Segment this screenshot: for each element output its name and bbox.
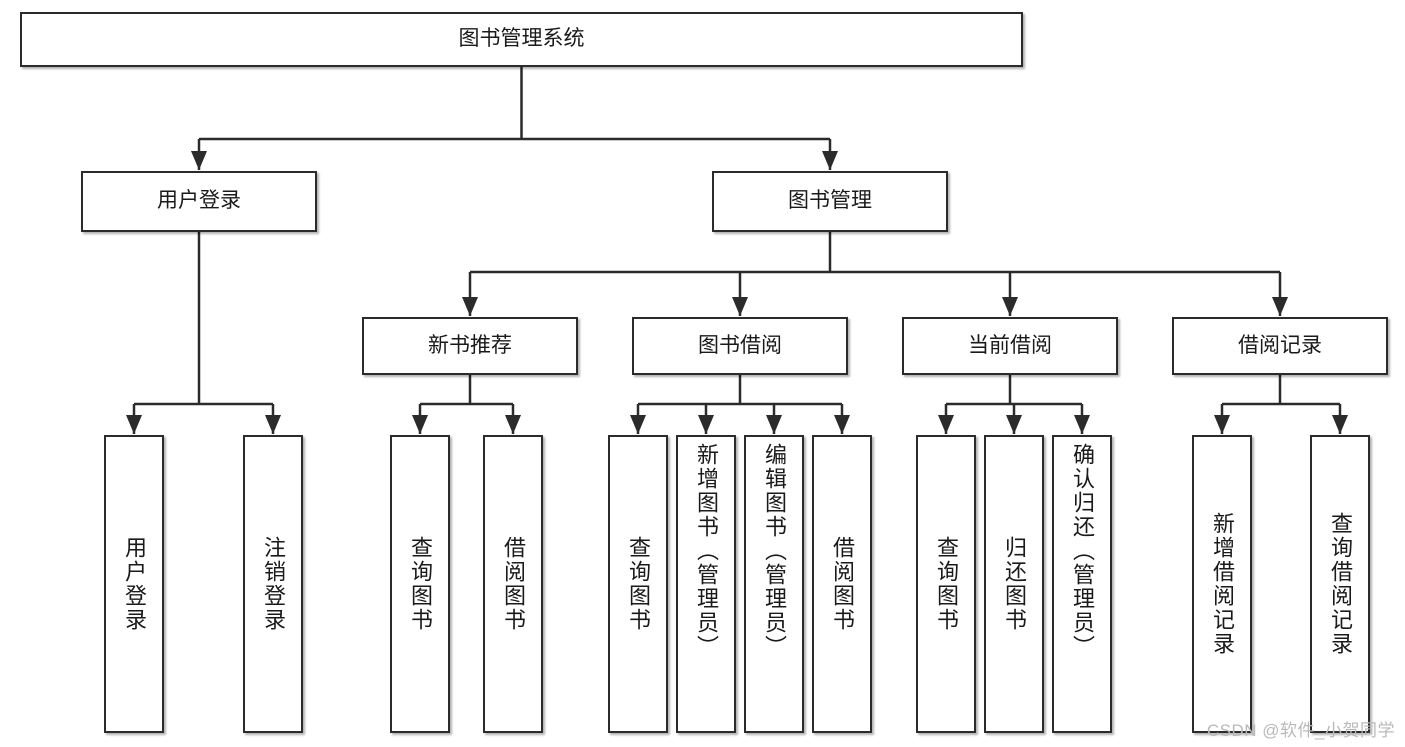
node-newbook[interactable]: 新书推荐 xyxy=(362,317,578,375)
arrowhead-l1 xyxy=(126,415,142,434)
arrowhead-bookmgmt xyxy=(822,151,838,170)
arrowhead-borrow xyxy=(732,297,748,316)
node-login[interactable]: 用户登录 xyxy=(81,171,317,232)
arrowhead-r2 xyxy=(1332,415,1348,434)
node-b3[interactable]: 编辑图书（管理员） xyxy=(744,435,804,733)
node-label: 查询图书 xyxy=(408,536,433,632)
node-label: 借阅图书 xyxy=(501,536,526,632)
node-current[interactable]: 当前借阅 xyxy=(902,317,1118,375)
arrowhead-r1 xyxy=(1214,415,1230,434)
node-b1[interactable]: 查询图书 xyxy=(608,435,668,733)
node-n1[interactable]: 查询图书 xyxy=(390,435,450,733)
node-label: 借阅图书 xyxy=(830,536,855,632)
node-label: 用户登录 xyxy=(122,536,147,632)
node-c1[interactable]: 查询图书 xyxy=(916,435,976,733)
arrowhead-current xyxy=(1002,297,1018,316)
arrowhead-c2 xyxy=(1006,415,1022,434)
node-label: 注销登录 xyxy=(261,536,286,632)
node-root[interactable]: 图书管理系统 xyxy=(20,12,1023,67)
arrowhead-n1 xyxy=(412,415,428,434)
node-label: 用户登录 xyxy=(157,189,241,213)
arrowhead-b1 xyxy=(630,415,646,434)
arrowhead-c3 xyxy=(1074,415,1090,434)
arrowhead-l2 xyxy=(265,415,281,434)
node-records[interactable]: 借阅记录 xyxy=(1172,317,1388,375)
node-label: 新增借阅记录 xyxy=(1210,512,1235,656)
node-label: 图书管理 xyxy=(788,189,872,213)
arrowhead-n2 xyxy=(505,415,521,434)
node-label: 归还图书 xyxy=(1002,536,1027,632)
node-label: 查询借阅记录 xyxy=(1328,512,1353,656)
arrowhead-records xyxy=(1272,297,1288,316)
node-n2[interactable]: 借阅图书 xyxy=(483,435,543,733)
node-label: 新书推荐 xyxy=(428,333,512,357)
node-r2[interactable]: 查询借阅记录 xyxy=(1310,435,1370,733)
node-r1[interactable]: 新增借阅记录 xyxy=(1192,435,1252,733)
node-label: 图书管理系统 xyxy=(458,27,585,51)
node-label: 当前借阅 xyxy=(968,333,1052,357)
arrowhead-b4 xyxy=(834,415,850,434)
node-l1[interactable]: 用户登录 xyxy=(104,435,164,733)
arrowhead-newbook xyxy=(462,297,478,316)
node-label: 查询图书 xyxy=(934,536,959,632)
node-l2[interactable]: 注销登录 xyxy=(243,435,303,733)
node-b4[interactable]: 借阅图书 xyxy=(812,435,872,733)
node-label: 确认归还（管理员） xyxy=(1070,443,1095,659)
arrowhead-b2 xyxy=(698,415,714,434)
node-label: 编辑图书（管理员） xyxy=(762,443,787,659)
node-label: 借阅记录 xyxy=(1238,333,1322,357)
node-bookmgmt[interactable]: 图书管理 xyxy=(712,171,948,232)
arrowhead-b3 xyxy=(766,415,782,434)
arrowhead-login xyxy=(191,151,207,170)
node-label: 图书借阅 xyxy=(698,333,782,357)
node-c2[interactable]: 归还图书 xyxy=(984,435,1044,733)
node-borrow[interactable]: 图书借阅 xyxy=(632,317,848,375)
node-b2[interactable]: 新增图书（管理员） xyxy=(676,435,736,733)
arrowhead-c1 xyxy=(938,415,954,434)
node-label: 新增图书（管理员） xyxy=(694,443,719,659)
node-c3[interactable]: 确认归还（管理员） xyxy=(1052,435,1112,733)
node-label: 查询图书 xyxy=(626,536,651,632)
